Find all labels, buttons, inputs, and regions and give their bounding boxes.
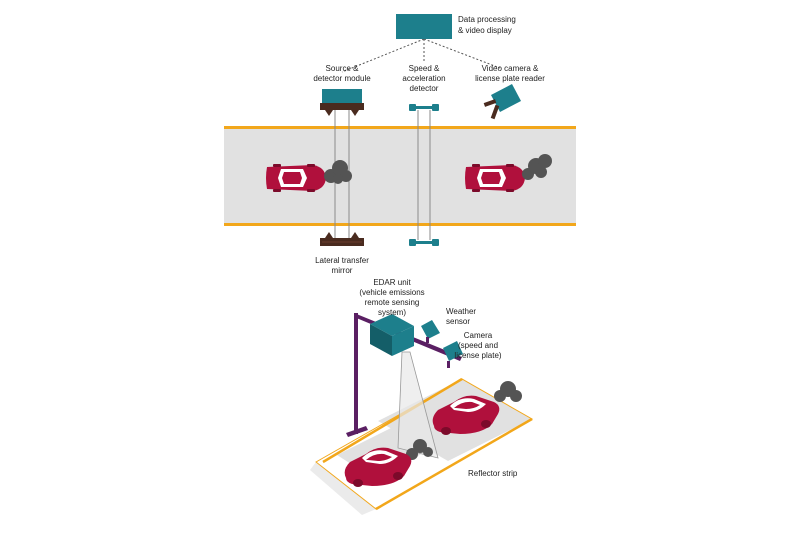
svg-text:Source &: Source & (326, 64, 360, 73)
svg-text:license plate): license plate) (454, 351, 501, 360)
svg-text:system): system) (378, 308, 406, 317)
reflector-strip-label: Reflector strip (468, 469, 518, 478)
sensing-beam (397, 351, 439, 459)
camera-icon (483, 84, 521, 120)
edar-unit (370, 314, 414, 356)
edar-label: EDAR unit (vehicle emissions remote sens… (359, 278, 424, 317)
processor-label-line1: Data processing (458, 15, 516, 24)
weather-sensor (421, 320, 440, 343)
svg-text:detector: detector (410, 84, 439, 93)
svg-text:Video camera &: Video camera & (482, 64, 539, 73)
smoke-iso-right (494, 381, 522, 402)
svg-text:mirror: mirror (332, 266, 353, 275)
lateral-transfer-mirror (320, 232, 364, 246)
car-top-right (465, 164, 525, 192)
speed-detector-label: Speed & acceleration detector (402, 64, 445, 93)
svg-text:Weather: Weather (446, 307, 476, 316)
svg-text:remote sensing: remote sensing (365, 298, 420, 307)
weather-sensor-label: Weather sensor (446, 307, 476, 326)
svg-text:acceleration: acceleration (402, 74, 445, 83)
svg-text:EDAR unit: EDAR unit (373, 278, 411, 287)
svg-text:Camera: Camera (464, 331, 493, 340)
svg-text:license plate reader: license plate reader (475, 74, 545, 83)
source-detector-module (320, 89, 364, 116)
car-top-left (266, 164, 326, 192)
svg-text:Reflector strip: Reflector strip (468, 469, 518, 478)
svg-text:detector module: detector module (313, 74, 371, 83)
top-section: Data processing & video display Source &… (224, 14, 576, 275)
smoke-iso-left (406, 439, 433, 460)
smoke-top-left (324, 160, 352, 184)
speed-detector-top (409, 104, 439, 111)
svg-text:sensor: sensor (446, 317, 470, 326)
svg-text:(vehicle emissions: (vehicle emissions (359, 288, 424, 297)
camera-iso (443, 341, 463, 368)
video-camera-label: Video camera & license plate reader (475, 64, 545, 83)
processor-label-line2: & video display (458, 26, 512, 35)
svg-text:Speed &: Speed & (409, 64, 440, 73)
source-detector-label: Source & detector module (313, 64, 371, 83)
svg-text:(speed and: (speed and (458, 341, 498, 350)
svg-text:Lateral transfer: Lateral transfer (315, 256, 369, 265)
camera-label: Camera (speed and license plate) (454, 331, 501, 360)
speed-detector-bottom (409, 239, 439, 246)
bottom-section: EDAR unit (vehicle emissions remote sens… (310, 278, 534, 515)
smoke-top-right (522, 154, 552, 180)
processor-connection-lines (341, 38, 501, 73)
processor-label: Data processing & video display (458, 15, 516, 35)
processor-box (396, 14, 452, 39)
mirror-label: Lateral transfer mirror (315, 256, 369, 275)
